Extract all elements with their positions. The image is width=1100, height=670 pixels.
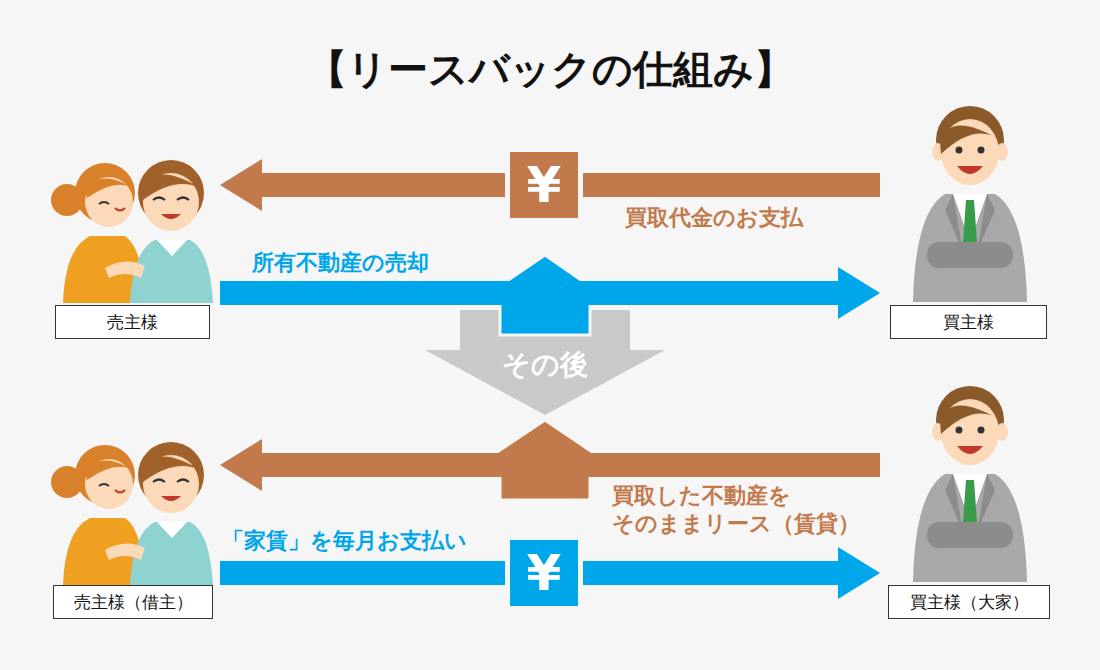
then-label: その後 (502, 346, 588, 384)
person-node: 買主様 (880, 90, 1060, 340)
label-box: 売主様 (55, 305, 210, 339)
yen-box: ¥ (505, 147, 583, 223)
yen-sign: ¥ (527, 156, 562, 214)
edge-label: 買取した不動産をそのままリース（賃貸） (612, 482, 878, 537)
buyer-man (913, 106, 1027, 302)
person-node: 買主様（大家） (880, 375, 1060, 620)
node-label: 売主様（借主） (74, 591, 193, 614)
person-node: 売主様（借主） (40, 420, 220, 620)
buyer-man (913, 386, 1027, 582)
label-box: 買主様（大家） (888, 585, 1050, 619)
seller-couple (51, 442, 213, 585)
title: 【リースバックの仕組み】 (307, 42, 794, 97)
node-label: 売主様 (107, 311, 158, 334)
seller-couple (51, 160, 213, 303)
edge-label: 買取代金のお支払 (625, 203, 803, 233)
label-box: 買主様 (890, 305, 1047, 339)
edge-label: 所有不動産の売却 (252, 248, 429, 278)
edge-label: 「家賃」を毎月お支払い (222, 526, 467, 556)
wrap-spacer (794, 482, 878, 502)
node-label: 買主様（大家） (910, 591, 1029, 614)
label-box: 売主様（借主） (53, 585, 213, 619)
yen-box: ¥ (505, 535, 583, 611)
person-node: 売主様 (40, 140, 220, 340)
node-label: 買主様 (943, 311, 994, 334)
yen-sign: ¥ (527, 544, 562, 602)
